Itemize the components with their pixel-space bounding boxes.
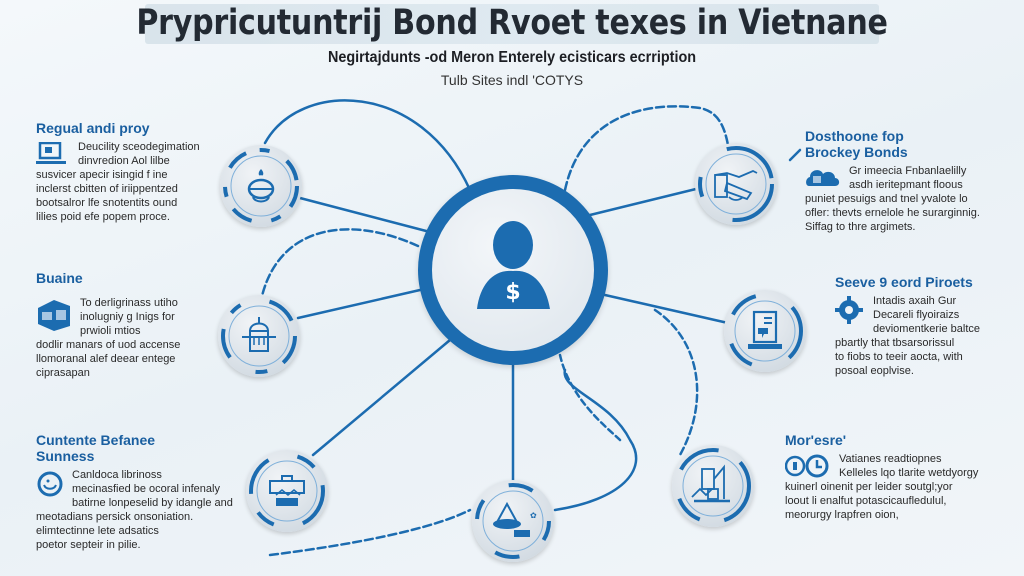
title-highlight-band bbox=[145, 4, 879, 44]
connector-top-right-straight bbox=[588, 186, 702, 217]
section-title: Dosthoone fop Brockey Bonds bbox=[805, 128, 908, 160]
node-more bbox=[672, 445, 754, 527]
robot-bell-icon bbox=[223, 148, 299, 224]
page-title: Prypricutuntrij Bond Rvoet texes in Viet… bbox=[136, 3, 888, 43]
building-box-icon bbox=[38, 300, 70, 331]
connector-top-left-arc bbox=[263, 99, 472, 192]
connector-top-left-straight bbox=[298, 196, 432, 234]
person-dollar-icon: $ bbox=[477, 221, 550, 309]
connector-dashed-right bbox=[653, 308, 699, 457]
central-hub: $ bbox=[418, 175, 608, 365]
section-title: Regual andi proy bbox=[36, 120, 150, 136]
connector-dashed-left bbox=[260, 228, 420, 298]
page-tagline: Tulb Sites indl 'COTYS bbox=[440, 72, 584, 88]
gear-icon bbox=[835, 296, 863, 324]
section-title: Buaine bbox=[36, 270, 83, 286]
section-bonds: Dosthoone fop Brockey Bonds Gr imeecia F… bbox=[805, 128, 980, 233]
section-title: Seeve 9 eord Piroets bbox=[835, 274, 973, 290]
connector-top-right-tail bbox=[788, 148, 802, 162]
section-more: Mor'esre' Vatianes readtiopnes Kelleles … bbox=[785, 432, 1000, 522]
section-content-balance: Cuntente Befanee Sunness Canldoca librin… bbox=[36, 432, 233, 551]
connector-dashed-top-right bbox=[563, 105, 730, 192]
svg-text:$: $ bbox=[505, 280, 520, 305]
node-bonds bbox=[695, 143, 777, 225]
node-content-balance bbox=[246, 450, 328, 532]
node-business bbox=[218, 295, 300, 377]
section-business: Buaine To derligrinass utiho inolugniy g… bbox=[36, 270, 216, 380]
briefcase-machine-icon bbox=[249, 453, 325, 529]
page-subtitle: Negirtajdunts -od Meron Enterely ecistic… bbox=[327, 49, 697, 66]
chart-building-icon bbox=[675, 448, 751, 524]
node-service-projects bbox=[724, 290, 806, 372]
connector-mid-left bbox=[296, 288, 422, 320]
document-laptop-icon bbox=[727, 293, 803, 369]
node-bottom-center: ✿ bbox=[472, 480, 554, 562]
handshake-document-icon bbox=[698, 146, 774, 222]
connector-bottom-right-curve bbox=[553, 368, 638, 512]
bank-building-icon bbox=[221, 298, 297, 374]
monitor-icon bbox=[36, 142, 66, 164]
connector-dashed-bottom bbox=[268, 508, 472, 557]
section-title: Cuntente Befanee Sunness bbox=[36, 432, 156, 464]
section-service-projects: Seeve 9 eord Piroets Intadis axaih Gur D… bbox=[835, 274, 1015, 378]
cloud-storage-icon bbox=[806, 170, 840, 186]
triangle-boat-icon: ✿ bbox=[475, 483, 551, 559]
connector-bottom-left bbox=[311, 338, 452, 457]
connector-dashed-loop bbox=[558, 353, 622, 442]
section-regulation: Regual andi proy Deucility sceodegimatio… bbox=[36, 120, 216, 224]
section-title: Mor'esre' bbox=[785, 432, 847, 448]
svg-text:✿: ✿ bbox=[530, 511, 537, 520]
node-regulation bbox=[220, 145, 302, 227]
connector-right-mid bbox=[603, 293, 730, 325]
clock-icons bbox=[785, 454, 829, 478]
circle-arrows-icon bbox=[37, 471, 63, 497]
